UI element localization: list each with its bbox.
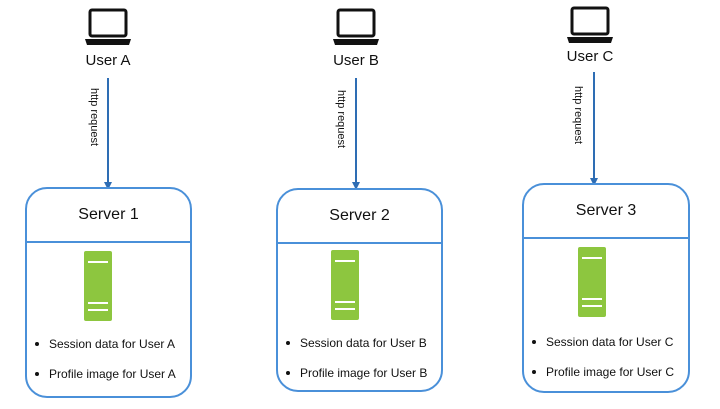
server-2-title: Server 2 xyxy=(329,207,390,224)
server-2-item-profile: Profile image for User B xyxy=(300,366,428,380)
laptop-icon xyxy=(333,8,379,45)
request-label-b: http request xyxy=(335,90,347,149)
laptop-icon xyxy=(567,6,613,43)
list-item: Profile image for User C xyxy=(530,365,682,379)
server-icon xyxy=(331,250,359,320)
list-item: Session data for User C xyxy=(530,335,682,349)
list-item: Session data for User B xyxy=(284,336,435,350)
divider xyxy=(27,241,190,243)
server-1-item-session: Session data for User A xyxy=(49,337,176,351)
laptop-icon xyxy=(85,8,131,45)
server-1-items: Session data for User A Profile image fo… xyxy=(33,337,184,397)
server-icon xyxy=(578,247,606,317)
server-2-item-session: Session data for User B xyxy=(300,336,427,350)
user-a-label: User A xyxy=(85,52,131,69)
request-label-a: http request xyxy=(88,88,100,147)
server-1-item-profile: Profile image for User A xyxy=(49,367,176,381)
list-item: Profile image for User B xyxy=(284,366,435,380)
server-1-title: Server 1 xyxy=(78,206,139,223)
divider xyxy=(278,242,441,244)
server-3-title: Server 3 xyxy=(575,202,637,219)
server-2-box: Server 2 Session data for User B Profile… xyxy=(276,188,443,392)
server-2-items: Session data for User B Profile image fo… xyxy=(284,336,435,396)
server-3-box: Server 3 Session data for User C Profile… xyxy=(522,183,690,393)
user-c-label: User C xyxy=(566,48,614,65)
user-b-label: User B xyxy=(333,52,379,69)
server-3-items: Session data for User C Profile image fo… xyxy=(530,335,682,395)
request-label-c: http request xyxy=(572,86,584,145)
divider xyxy=(524,237,688,239)
list-item: Session data for User A xyxy=(33,337,184,351)
server-3-item-profile: Profile image for User C xyxy=(546,365,675,379)
list-item: Profile image for User A xyxy=(33,367,184,381)
server-icon xyxy=(84,251,112,321)
server-1-box: Server 1 Session data for User A Profile… xyxy=(25,187,192,398)
server-3-item-session: Session data for User C xyxy=(546,335,674,349)
